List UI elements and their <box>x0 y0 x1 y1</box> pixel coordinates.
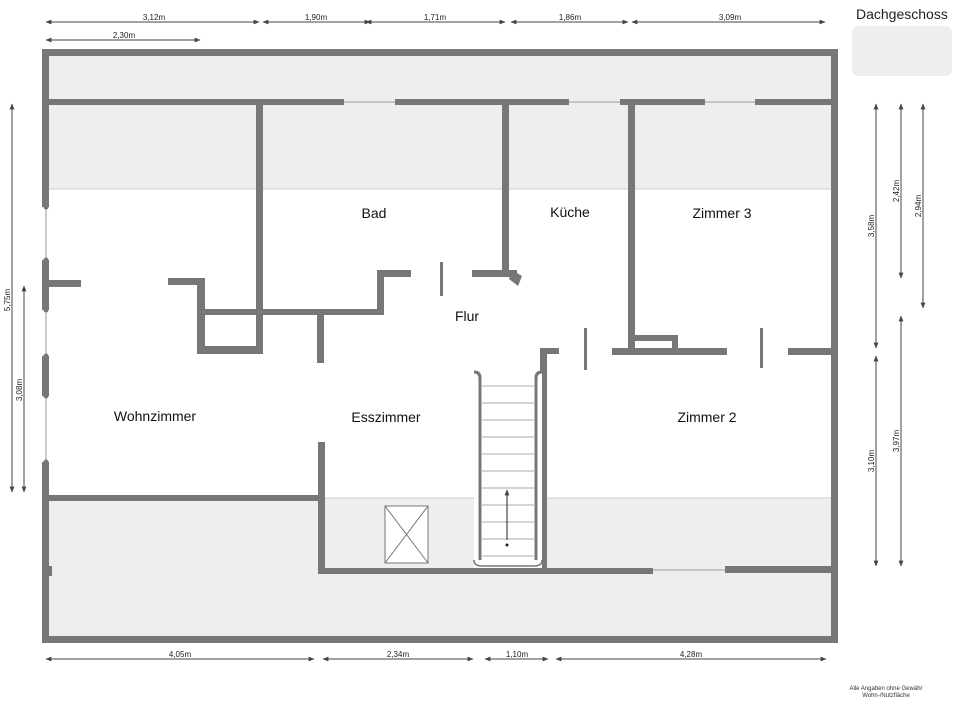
room-label-flur: Flur <box>455 308 479 324</box>
disclaimer-line-2: Wohn-/Nutzfläche <box>862 693 910 699</box>
outer-wall-left-1 <box>42 49 49 207</box>
room-label-kueche: Küche <box>550 204 590 220</box>
dim-bottom-2: 2,34m <box>387 650 410 659</box>
dim-top-inner: 2,30m <box>113 31 136 40</box>
dim-top-5: 3,09m <box>719 13 742 22</box>
dimension-lines <box>9 19 926 662</box>
disclaimer: Alle Angaben ohne Gewähr Wohn-/Nutzfläch… <box>818 686 954 700</box>
disclaimer-line-1: Alle Angaben ohne Gewähr <box>849 686 923 692</box>
outer-wall-left-4 <box>42 462 49 643</box>
dim-bottom-4: 4,28m <box>680 650 703 659</box>
dim-top-1: 3,12m <box>143 13 166 22</box>
dim-left-outer: 5,75m <box>3 289 12 312</box>
outer-wall-right <box>831 49 838 643</box>
dim-left-inner: 3,08m <box>15 379 24 402</box>
dim-bottom-1: 4,05m <box>169 650 192 659</box>
redacted-logo-block <box>852 26 952 76</box>
dimension-labels: 3,12m 1,90m 1,71m 1,86m 3,09m 2,30m 4,05… <box>3 13 923 659</box>
outer-wall-bottom <box>42 636 838 643</box>
outer-wall-left-3 <box>42 356 49 396</box>
dim-right-4: 3,10m <box>867 450 876 473</box>
dim-top-4: 1,86m <box>559 13 582 22</box>
room-label-wohnzimmer: Wohnzimmer <box>114 408 197 424</box>
dim-bottom-3: 1,10m <box>506 650 529 659</box>
staircase <box>473 370 543 568</box>
dim-right-2: 2,42m <box>892 180 901 203</box>
room-label-esszimmer: Esszimmer <box>351 409 421 425</box>
floor-title: Dachgeschoss <box>856 6 948 22</box>
chimney-symbol <box>384 505 429 564</box>
sloped-ceiling-areas <box>47 54 833 638</box>
walls <box>42 49 838 643</box>
room-label-zimmer2: Zimmer 2 <box>677 409 736 425</box>
dim-right-1: 3,58m <box>867 215 876 238</box>
dim-right-5: 3,97m <box>892 430 901 453</box>
dim-top-3: 1,71m <box>424 13 447 22</box>
room-label-zimmer3: Zimmer 3 <box>692 205 751 221</box>
outer-wall-left-2 <box>42 260 49 310</box>
dim-top-2: 1,90m <box>305 13 328 22</box>
outer-wall-top <box>42 49 838 56</box>
openings <box>43 101 755 571</box>
room-labels: Bad Küche Zimmer 3 Flur Wohnzimmer Esszi… <box>114 204 752 425</box>
dim-right-3: 2,94m <box>914 195 923 218</box>
room-label-bad: Bad <box>362 205 387 221</box>
